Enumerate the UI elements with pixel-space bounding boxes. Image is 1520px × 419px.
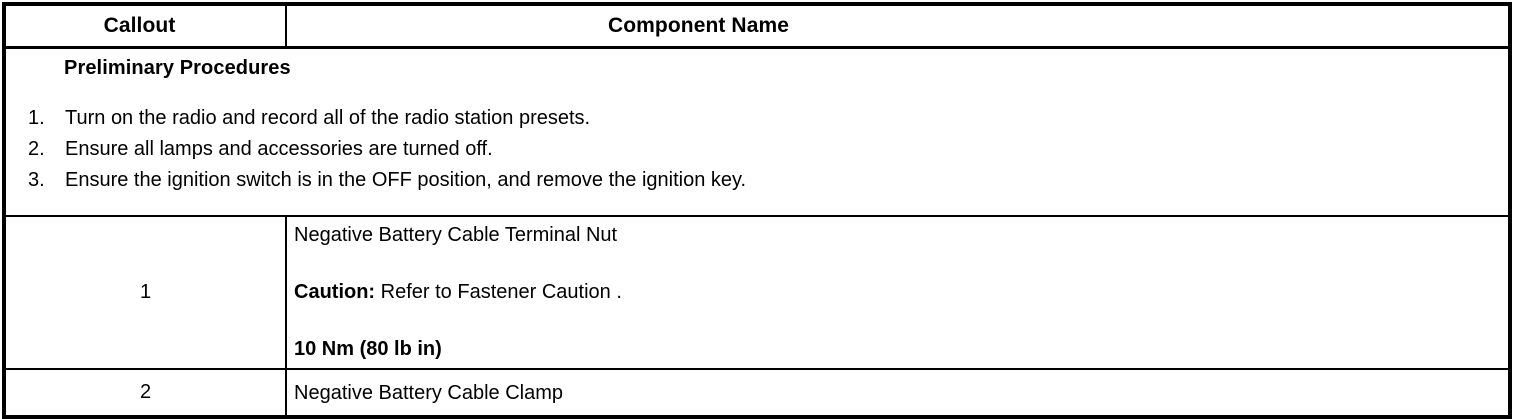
callout-number-cell: 1 xyxy=(4,216,287,370)
column-header-callout: Callout xyxy=(4,4,287,49)
list-item-number: 2. xyxy=(28,138,45,160)
component-name-text: Negative Battery Cable Terminal Nut xyxy=(294,224,618,246)
list-item: 1. Turn on the radio and record all of t… xyxy=(6,107,1508,138)
preliminary-procedures-title: Preliminary Procedures xyxy=(64,57,291,79)
caution-note: Caution: Refer to Fastener Caution . xyxy=(294,282,1508,302)
list-item: 3. Ensure the ignition switch is in the … xyxy=(6,169,1508,200)
list-item-text: Ensure the ignition switch is in the OFF… xyxy=(65,169,747,191)
component-name-cell: Negative Battery Cable Clamp xyxy=(286,369,1510,417)
callout-number-cell: 2 xyxy=(4,369,287,417)
component-name-content: Negative Battery Cable Terminal Nut Caut… xyxy=(287,217,1508,359)
component-name-cell: Negative Battery Cable Terminal Nut Caut… xyxy=(286,216,1510,370)
preliminary-procedures-row: Preliminary Procedures 1. Turn on the ra… xyxy=(4,47,1510,217)
table-row: 1 Negative Battery Cable Terminal Nut Ca… xyxy=(4,216,1510,370)
caution-text: Refer to Fastener Caution . xyxy=(375,281,622,303)
list-item-text: Turn on the radio and record all of the … xyxy=(65,107,591,129)
preliminary-procedures-list: 1. Turn on the radio and record all of t… xyxy=(6,107,1508,200)
preliminary-procedures-content: Preliminary Procedures 1. Turn on the ra… xyxy=(6,49,1508,215)
preliminary-procedures-cell: Preliminary Procedures 1. Turn on the ra… xyxy=(4,47,1510,217)
list-item-number: 1. xyxy=(28,107,45,129)
list-item-text: Ensure all lamps and accessories are tur… xyxy=(65,138,493,160)
column-header-component-name: Component Name xyxy=(286,4,1510,49)
callout-number: 1 xyxy=(139,281,152,303)
caution-label: Caution: xyxy=(294,281,376,303)
column-header-callout-label: Callout xyxy=(103,14,176,37)
torque-specification: 10 Nm (80 lb in) xyxy=(294,338,442,360)
component-name-content: Negative Battery Cable Clamp xyxy=(287,370,1508,415)
callout-number: 2 xyxy=(139,381,152,403)
table-row: 2 Negative Battery Cable Clamp xyxy=(4,369,1510,417)
list-item: 2. Ensure all lamps and accessories are … xyxy=(6,138,1508,169)
table-header-row: Callout Component Name xyxy=(4,4,1510,49)
component-name-text: Negative Battery Cable Clamp xyxy=(294,381,564,404)
list-item-number: 3. xyxy=(28,169,45,191)
column-header-component-name-label: Component Name xyxy=(607,14,790,37)
